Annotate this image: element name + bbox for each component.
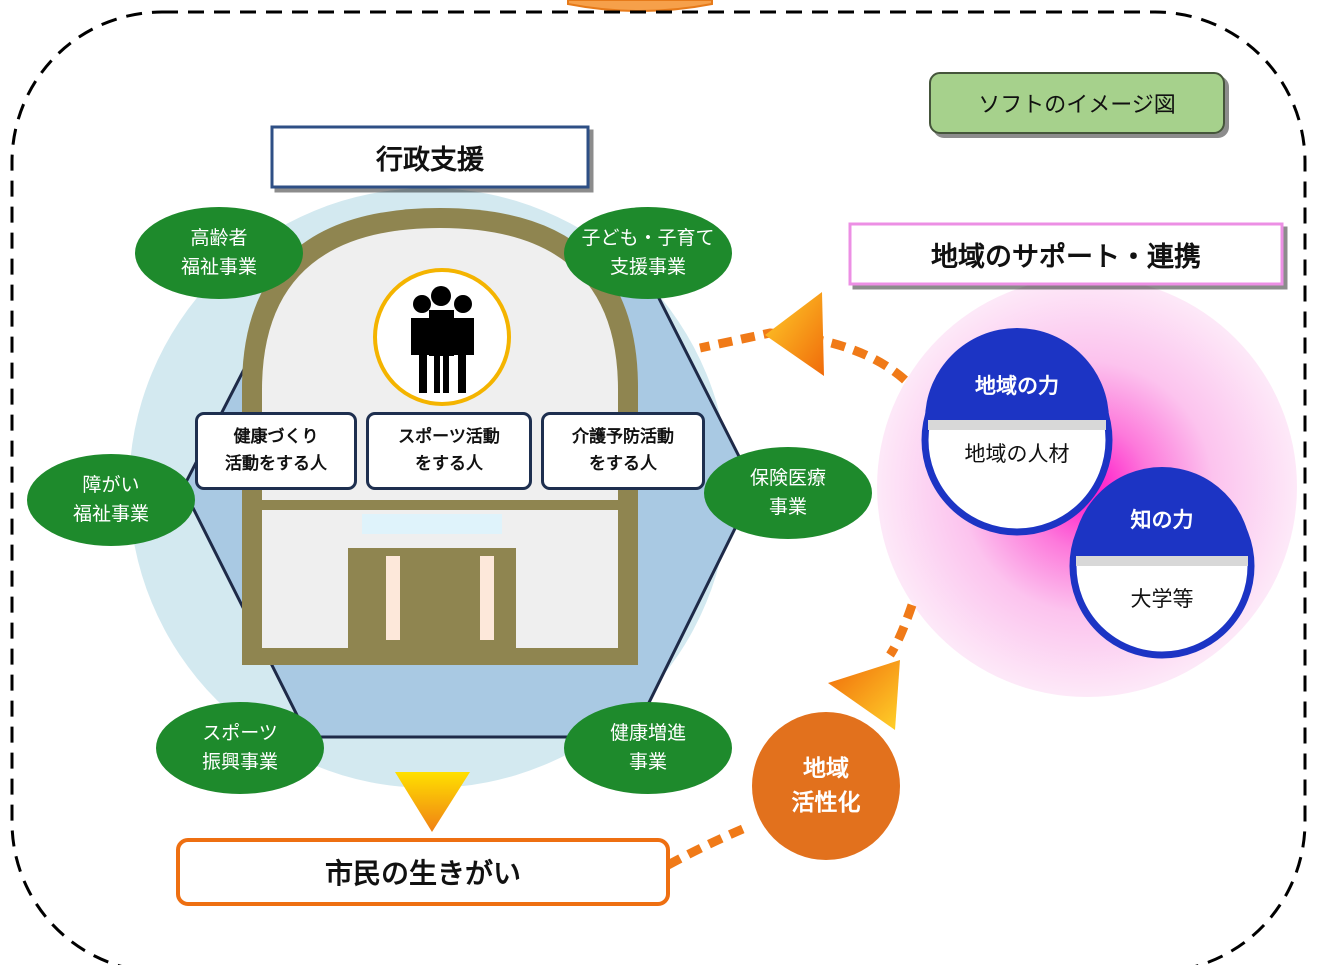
entrance-sign bbox=[362, 514, 502, 534]
service-line1: スポーツ bbox=[202, 722, 278, 744]
service-label-medical: 保険医療 事業 bbox=[704, 447, 872, 539]
down-triangle bbox=[395, 772, 470, 832]
service-line2: 福祉事業 bbox=[180, 256, 257, 278]
service-ellipse-medical bbox=[704, 447, 872, 539]
service-line1: 高齢者 bbox=[190, 227, 248, 249]
knowledge-power-content: 大学等 bbox=[1130, 587, 1194, 611]
revitalization-line2: 活性化 bbox=[791, 790, 861, 816]
arrow-head-upper bbox=[765, 292, 824, 376]
service-line2: 事業 bbox=[768, 496, 807, 518]
activity-line1: スポーツ活動 bbox=[398, 427, 500, 447]
cycle-dotted-right bbox=[886, 603, 917, 658]
soft-image-box-shape bbox=[929, 72, 1225, 134]
service-label-disability: 障がい 福祉事業 bbox=[27, 454, 195, 546]
top-connector bbox=[567, 0, 713, 12]
service-ellipse-disability bbox=[27, 454, 195, 546]
cycle-dotted-upper bbox=[699, 328, 908, 384]
community-power-badge bbox=[921, 328, 1113, 536]
activity-sports: スポーツ活動 をする人 bbox=[366, 412, 532, 490]
entrance-pillar-left bbox=[386, 556, 400, 640]
service-label-sports: スポーツ 振興事業 bbox=[156, 702, 324, 794]
admin-support-box-shape bbox=[270, 125, 590, 189]
service-line1: 保険医療 bbox=[749, 467, 826, 489]
service-line2: 事業 bbox=[628, 751, 667, 773]
arrow-head-lower bbox=[828, 660, 900, 730]
citizen-purpose-title: 市民の生きがい bbox=[324, 857, 521, 890]
revitalization-line1: 地域 bbox=[803, 756, 849, 782]
service-line2: 福祉事業 bbox=[72, 503, 149, 525]
service-label-health: 健康増進 事業 bbox=[564, 702, 732, 794]
service-label-elderly: 高齢者 福祉事業 bbox=[135, 207, 303, 299]
service-line1: 障がい bbox=[82, 474, 140, 496]
community-power-title: 地域の力 bbox=[975, 374, 1059, 398]
service-ellipse-children bbox=[564, 207, 732, 299]
dashed-frame bbox=[10, 10, 1307, 965]
people-icon bbox=[373, 268, 511, 406]
knowledge-power-badge bbox=[1069, 467, 1255, 659]
service-line2: 支援事業 bbox=[609, 256, 686, 278]
activity-line2: をする人 bbox=[415, 454, 483, 474]
entrance-pillar-right bbox=[480, 556, 494, 640]
activity-health: 健康づくり 活動をする人 bbox=[195, 412, 357, 490]
building-base-right bbox=[516, 510, 618, 648]
activity-line2: 活動をする人 bbox=[225, 454, 327, 474]
community-power-content: 地域の人材 bbox=[964, 442, 1070, 466]
service-ellipse-sports bbox=[156, 702, 324, 794]
activity-line1: 介護予防活動 bbox=[572, 427, 674, 447]
admin-support-title: 行政支援 bbox=[376, 144, 484, 176]
activity-care-prevention: 介護予防活動 をする人 bbox=[541, 412, 705, 490]
service-line2: 振興事業 bbox=[201, 751, 278, 773]
regional-support-title: 地域のサポート・連携 bbox=[931, 241, 1201, 273]
activity-line1: 健康づくり bbox=[233, 427, 319, 447]
revitalization-label: 地域 活性化 bbox=[752, 744, 900, 828]
revitalization-circle bbox=[752, 712, 900, 860]
service-line1: 子ども・子育て bbox=[581, 227, 715, 249]
activity-line2: をする人 bbox=[589, 454, 657, 474]
building-base-left bbox=[262, 510, 348, 648]
cycle-dotted-lower bbox=[665, 823, 747, 869]
knowledge-power-title: 知の力 bbox=[1130, 508, 1194, 532]
soft-image-label: ソフトのイメージ図 bbox=[978, 93, 1176, 118]
service-line1: 健康増進 bbox=[609, 722, 686, 744]
regional-support-box-shape bbox=[848, 222, 1284, 286]
citizen-box-shape bbox=[176, 838, 670, 906]
service-ellipse-health bbox=[564, 702, 732, 794]
service-ellipse-elderly bbox=[135, 207, 303, 299]
service-label-children: 子ども・子育て 支援事業 bbox=[564, 207, 732, 299]
